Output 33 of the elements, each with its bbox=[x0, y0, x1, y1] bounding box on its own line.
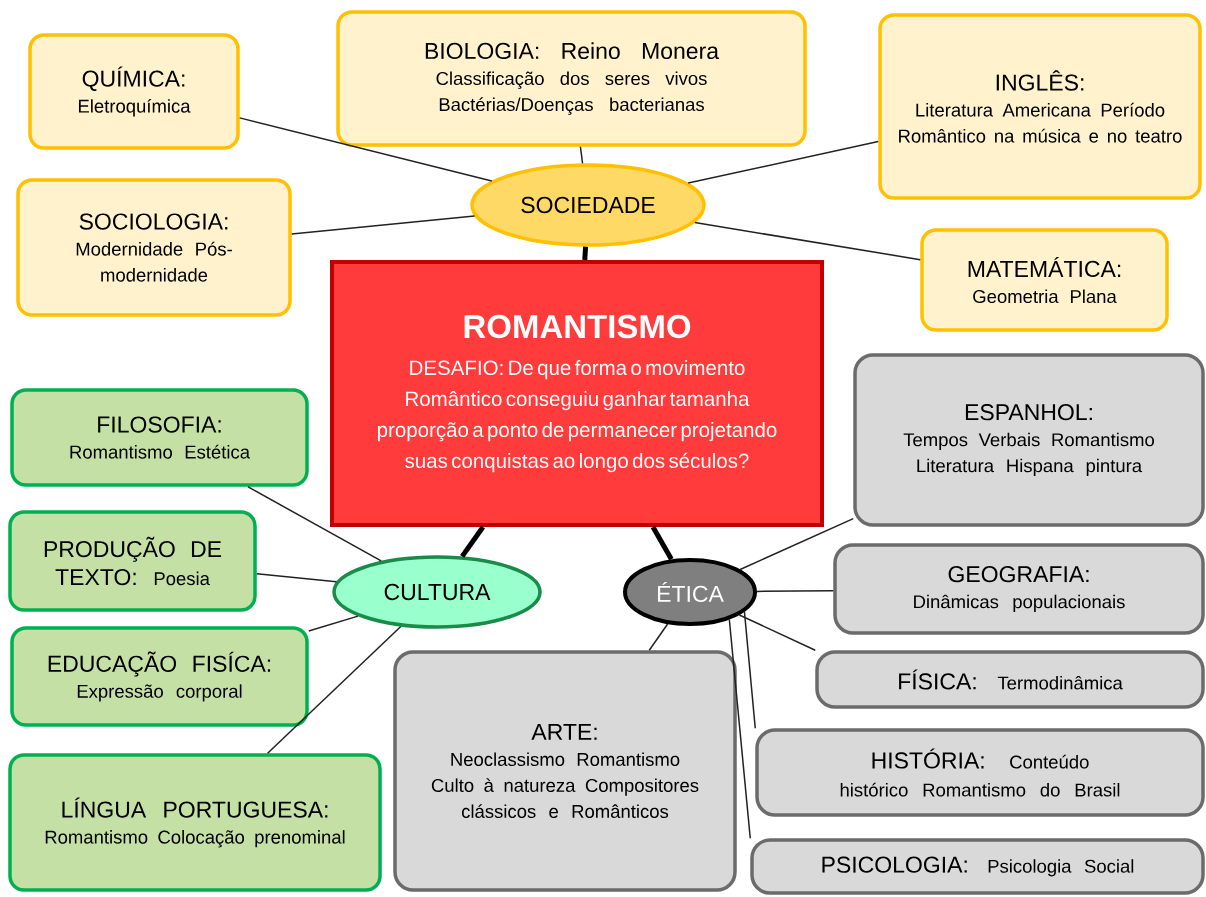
topic-box: EDUCAÇÃO FISÍCA: Expressão corporal bbox=[10, 626, 309, 727]
topic-box: FILOSOFIA: Romantismo Estética bbox=[10, 388, 309, 487]
central-box: ROMANTISMO DESAFIO: De que forma o movimento Romântico conseguiu ganhar tamanha proporção a ponto de permanecer projetando suas conquistas ao longo dos séculos? bbox=[330, 260, 824, 527]
connector-line bbox=[256, 572, 338, 583]
topic-box: PSICOLOGIA: Psicologia Social bbox=[750, 838, 1205, 895]
connector-line bbox=[756, 589, 834, 593]
connector-line bbox=[739, 517, 854, 571]
connector-line bbox=[239, 117, 493, 182]
connector-line bbox=[579, 146, 584, 165]
connector-line bbox=[247, 486, 382, 562]
connector-line bbox=[648, 623, 669, 651]
topic-box: GEOGRAFIA: Dinâmicas populacionais bbox=[833, 543, 1205, 635]
connector-line bbox=[743, 611, 756, 729]
topic-box: PRODUÇÃO DE TEXTO: Poesia bbox=[8, 510, 257, 612]
connector-line bbox=[308, 615, 359, 632]
topic-box: BIOLOGIA: Reino Monera Classificação dos seres vivos Bactérias/Doenças bacterianas bbox=[336, 10, 807, 147]
topic-box: MATEMÁTICA: Geometria Plana bbox=[920, 228, 1169, 332]
topic-box: HISTÓRIA: Conteúdo histórico Romantismo do Brasil bbox=[755, 728, 1205, 817]
topic-box: LÍNGUA PORTUGUESA: Romantismo Colocação prenominal bbox=[8, 753, 382, 892]
connector-line bbox=[694, 221, 921, 261]
topic-box: FÍSICA: Termodinâmica bbox=[815, 650, 1205, 709]
connector-line bbox=[460, 525, 485, 558]
connector-line bbox=[266, 625, 402, 754]
topic-box: ESPANHOL: Tempos Verbais Romantismo Literatura Hispana pintura bbox=[853, 353, 1205, 527]
topic-box: INGLÊS: Literatura Americana Período Romântico na música e no teatro bbox=[878, 13, 1202, 200]
connector-line bbox=[650, 525, 674, 561]
topic-box: ARTE: Neoclassismo Romantismo Culto à natureza Compositores clássicos e Românticos bbox=[393, 650, 737, 892]
connector-line bbox=[738, 614, 816, 651]
topic-box: QUÍMICA: Eletroquímica bbox=[28, 33, 240, 150]
connector-line bbox=[291, 215, 476, 235]
topic-box: SOCIOLOGIA: Modernidade Pós-modernidade bbox=[16, 178, 292, 317]
connector-line bbox=[582, 246, 589, 261]
connector-line bbox=[687, 140, 879, 184]
